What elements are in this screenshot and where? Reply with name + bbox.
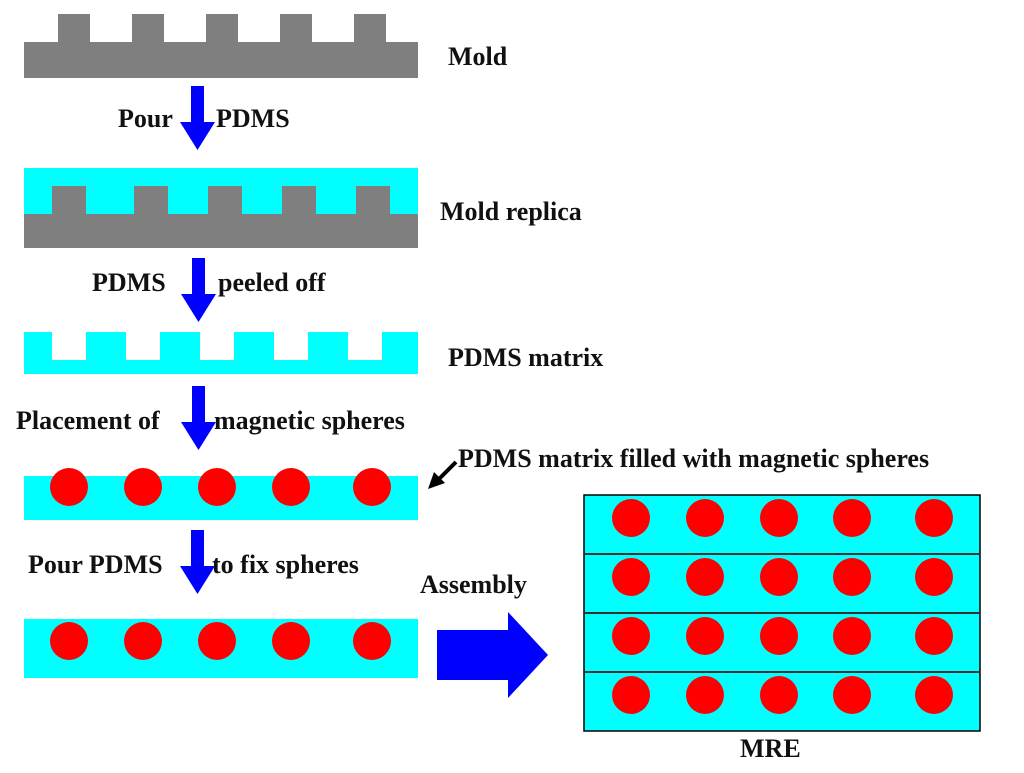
magnetic-sphere bbox=[353, 468, 391, 506]
magnetic-sphere bbox=[686, 558, 724, 596]
pdms-matrix-shape bbox=[24, 332, 418, 374]
magnetic-sphere bbox=[915, 499, 953, 537]
magnetic-sphere bbox=[833, 499, 871, 537]
pointer-arrow-icon bbox=[428, 460, 458, 489]
magnetic-sphere bbox=[612, 617, 650, 655]
label-to-fix-spheres: to fix spheres bbox=[212, 550, 359, 579]
magnetic-sphere bbox=[686, 499, 724, 537]
magnetic-sphere bbox=[833, 558, 871, 596]
label-peel-pdms: PDMS bbox=[92, 268, 166, 297]
magnetic-sphere bbox=[612, 558, 650, 596]
magnetic-sphere bbox=[353, 622, 391, 660]
label-mold-replica: Mold replica bbox=[440, 197, 582, 226]
assembly-arrow-icon bbox=[437, 612, 548, 698]
label-mold: Mold bbox=[448, 42, 508, 71]
fixed-layer-shape bbox=[24, 619, 418, 678]
magnetic-sphere bbox=[272, 468, 310, 506]
down-arrow-icon bbox=[180, 530, 215, 594]
magnetic-sphere bbox=[124, 468, 162, 506]
magnetic-sphere bbox=[686, 617, 724, 655]
filled-matrix-shape bbox=[24, 468, 418, 520]
magnetic-sphere bbox=[760, 558, 798, 596]
mre-block bbox=[583, 494, 981, 732]
magnetic-sphere bbox=[915, 617, 953, 655]
magnetic-sphere bbox=[760, 617, 798, 655]
magnetic-sphere bbox=[760, 676, 798, 714]
down-arrow-icon bbox=[180, 86, 215, 150]
magnetic-sphere bbox=[833, 617, 871, 655]
label-peeled-off: peeled off bbox=[218, 268, 326, 297]
label-pour-pdms: PDMS bbox=[216, 104, 290, 133]
magnetic-sphere bbox=[612, 676, 650, 714]
magnetic-sphere bbox=[612, 499, 650, 537]
magnetic-sphere bbox=[50, 622, 88, 660]
mold-shape bbox=[24, 14, 418, 78]
magnetic-sphere bbox=[915, 676, 953, 714]
magnetic-sphere bbox=[686, 676, 724, 714]
magnetic-sphere bbox=[272, 622, 310, 660]
label-mre: MRE bbox=[740, 734, 801, 763]
label-assembly: Assembly bbox=[420, 570, 527, 599]
magnetic-sphere bbox=[124, 622, 162, 660]
magnetic-sphere bbox=[760, 499, 798, 537]
magnetic-sphere bbox=[915, 558, 953, 596]
label-pour: Pour bbox=[118, 104, 173, 133]
label-pdms-matrix: PDMS matrix bbox=[448, 343, 604, 372]
mold-replica-shape bbox=[24, 168, 418, 248]
label-magnetic-spheres: magnetic spheres bbox=[214, 406, 405, 435]
magnetic-sphere bbox=[50, 468, 88, 506]
label-placement-of: Placement of bbox=[16, 406, 160, 435]
down-arrow-icon bbox=[181, 258, 216, 322]
down-arrow-icon bbox=[181, 386, 216, 450]
magnetic-sphere bbox=[198, 468, 236, 506]
magnetic-sphere bbox=[198, 622, 236, 660]
label-pour-pdms-fix: Pour PDMS bbox=[28, 550, 163, 579]
magnetic-sphere bbox=[833, 676, 871, 714]
label-filled-matrix: PDMS matrix filled with magnetic spheres bbox=[458, 444, 930, 473]
